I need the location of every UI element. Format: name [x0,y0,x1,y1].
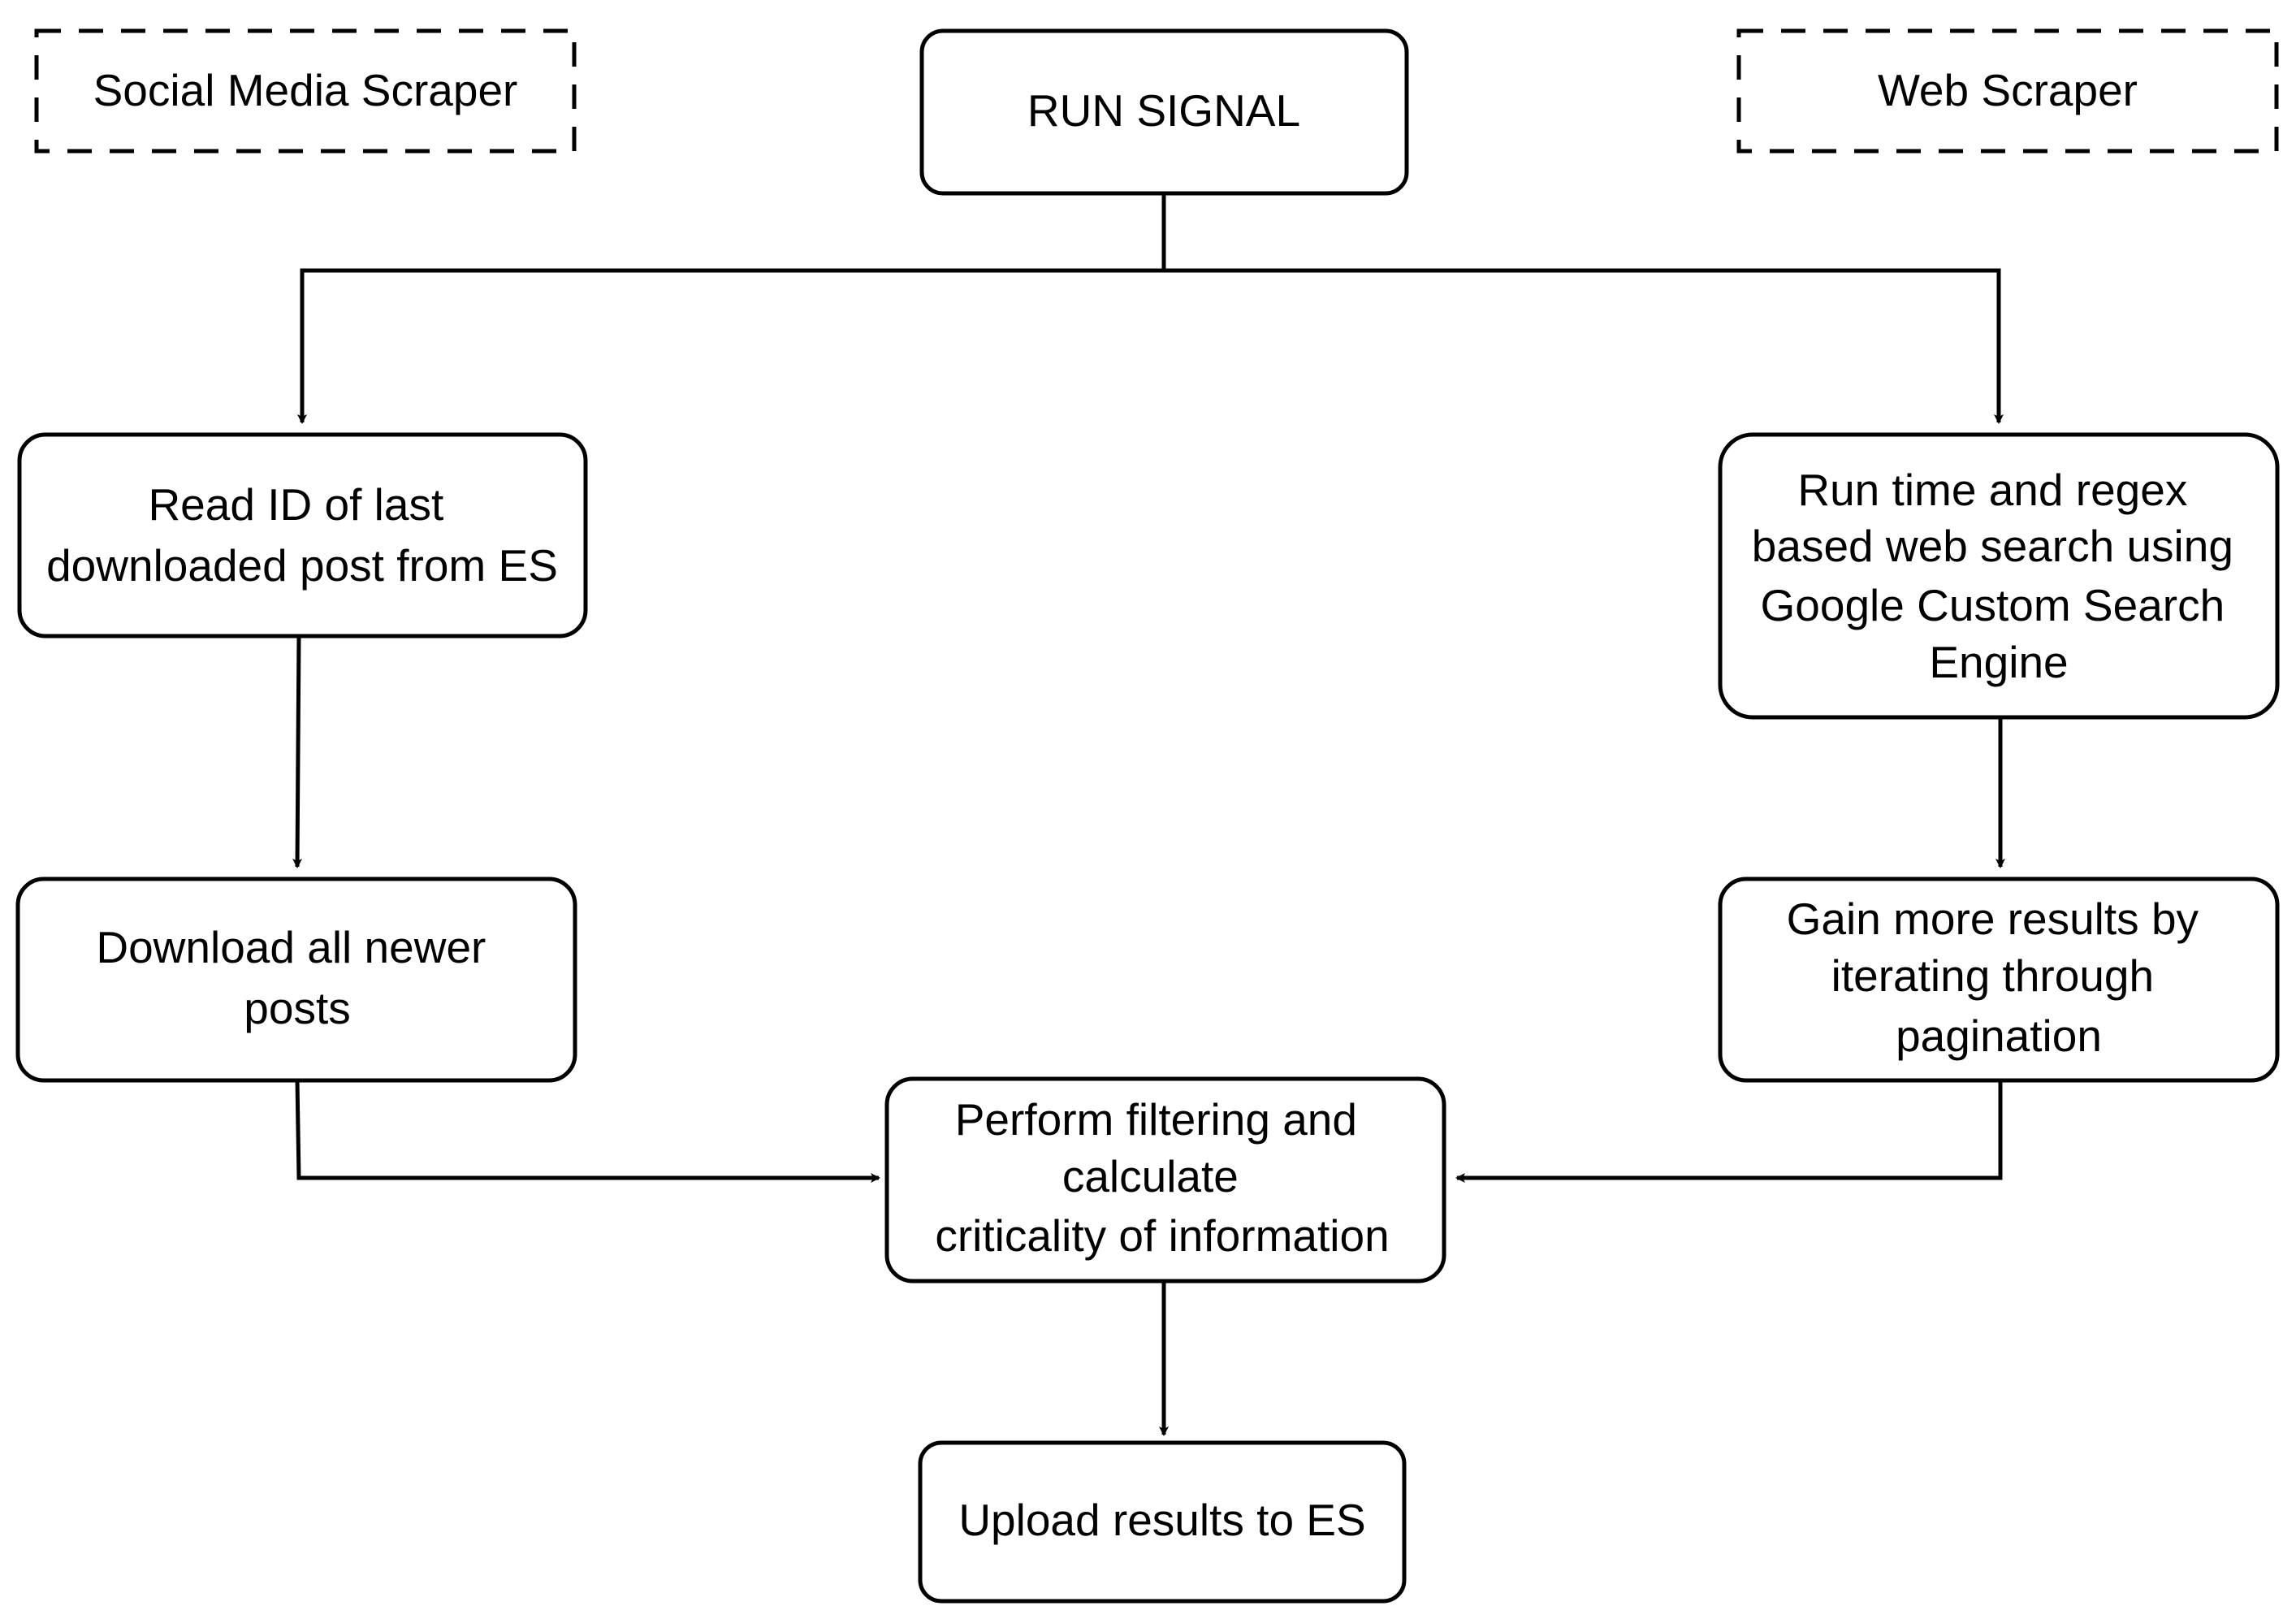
svg-text:Run time and regex based: Run time and regex based web search usin… [1752,465,2246,687]
svg-text:RUN SIGNAL: RUN SIGNAL [1027,85,1300,136]
web-scraper-label: Web Scraper [1878,65,2138,115]
node-pagination-line: iterating through [1831,950,2155,1001]
node-filtering-line: calculate [1062,1151,1239,1201]
node-download-posts-line: Download all newer [96,922,486,972]
node-upload-line: Upload results to ES [958,1495,1365,1545]
svg-text:Upload results to ES: Upload results to ES [958,1495,1365,1545]
svg-text:Read ID of last download: Read ID of last downloaded post from ES [46,479,558,591]
svg-text:Perform filtering and ca: Perform filtering and calculate critical… [935,1094,1389,1261]
node-run-signal: RUN SIGNAL [919,28,1409,196]
node-read-id-line: Read ID of last [148,479,443,530]
node-filtering-line: Perform filtering and [955,1094,1357,1145]
node-web-search: Run time and regex based web search usin… [1718,432,2280,720]
svg-text:Download all newer posts: Download all newer posts [96,922,498,1033]
edge-run-to-read [297,193,1166,424]
node-download-posts: Download all newer posts [15,877,577,1083]
edge-pagination-to-filtering [1455,1080,2003,1183]
node-run-signal-line: RUN SIGNAL [1027,85,1300,136]
social-media-scraper-group: Social Media Scraper [34,28,577,154]
edge-read-to-download [292,635,303,868]
connectors [292,193,2005,1436]
node-upload: Upload results to ES [918,1440,1407,1604]
node-read-id-line: downloaded post from ES [46,540,558,591]
svg-text:Gain more results by ite: Gain more results by iterating through p… [1787,894,2212,1061]
node-pagination-line: pagination [1896,1011,2102,1061]
node-web-search-line: Run time and regex [1797,465,2187,515]
node-web-search-line: based web search using [1752,521,2233,571]
node-pagination: Gain more results by iterating through p… [1718,877,2280,1083]
node-web-search-line: Google Custom Search [1761,580,2225,630]
web-scraper-group: Web Scraper [1736,28,2279,154]
node-filtering: Perform filtering and calculate critical… [884,1076,1446,1284]
edge-download-to-filtering [295,1080,880,1183]
social-media-scraper-label: Social Media Scraper [93,65,518,115]
node-filtering-line: criticality of information [935,1210,1389,1261]
node-read-id: Read ID of last downloaded post from ES [17,432,588,639]
edge-run-to-websearch [1164,268,2004,424]
node-download-posts-line: posts [244,983,350,1033]
node-pagination-line: Gain more results by [1787,894,2199,944]
node-web-search-line: Engine [1929,637,2068,687]
